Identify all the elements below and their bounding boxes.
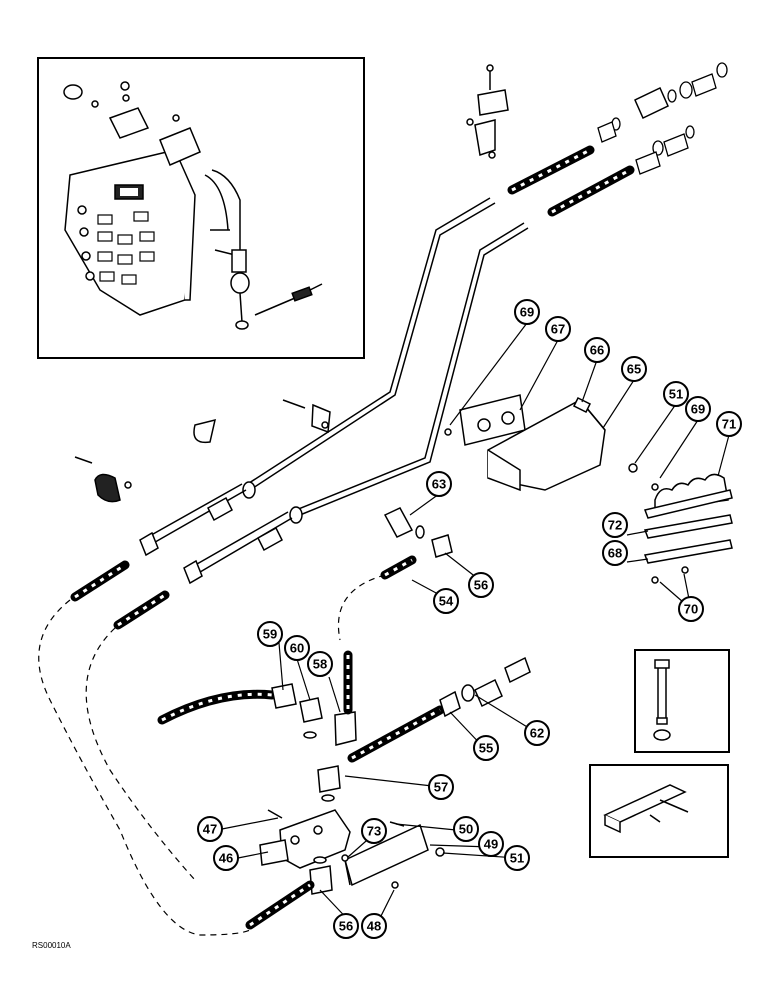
svg-text:46: 46 (219, 851, 233, 866)
fittings-upper (380, 507, 453, 580)
svg-text:51: 51 (669, 387, 683, 402)
callout-55: 55 (473, 735, 499, 761)
svg-text:56: 56 (474, 578, 488, 593)
clamp-assembly (628, 463, 733, 584)
clamps-upper-left (74, 399, 331, 503)
svg-text:47: 47 (203, 822, 217, 837)
svg-text:59: 59 (263, 627, 277, 642)
callout-62: 62 (524, 720, 550, 746)
svg-text:56: 56 (339, 919, 353, 934)
svg-text:63: 63 (432, 477, 446, 492)
mounting-bracket (444, 394, 606, 492)
callout-51: 51 (663, 381, 689, 407)
svg-text:58: 58 (313, 657, 327, 672)
upper-couplers (466, 62, 728, 175)
svg-text:69: 69 (520, 305, 534, 320)
svg-text:73: 73 (367, 824, 381, 839)
callout-54: 54 (433, 588, 459, 614)
callout-49: 49 (478, 831, 504, 857)
svg-text:67: 67 (551, 322, 565, 337)
detail-inset-bolt (634, 649, 730, 753)
inset-control-console (37, 57, 365, 359)
svg-text:60: 60 (290, 641, 304, 656)
svg-text:72: 72 (608, 518, 622, 533)
svg-text:71: 71 (722, 417, 736, 432)
rigid-lines (70, 145, 635, 630)
svg-text:50: 50 (459, 822, 473, 837)
svg-text:55: 55 (479, 741, 493, 756)
svg-text:62: 62 (530, 726, 544, 741)
callout-59: 59 (257, 621, 283, 647)
svg-text:66: 66 (590, 343, 604, 358)
callout-69: 69 (685, 396, 711, 422)
svg-text:68: 68 (608, 546, 622, 561)
callout-57: 57 (428, 774, 454, 800)
svg-text:51: 51 (510, 851, 524, 866)
callout-47: 47 (197, 816, 223, 842)
callout-51: 51 (504, 845, 530, 871)
callout-69: 69 (514, 299, 540, 325)
svg-text:65: 65 (627, 362, 641, 377)
valve-assembly (157, 650, 531, 930)
callout-50: 50 (453, 816, 479, 842)
callout-56: 56 (468, 572, 494, 598)
svg-text:69: 69 (691, 402, 705, 417)
callout-70: 70 (678, 596, 704, 622)
dashed-routings (38, 574, 386, 936)
svg-text:70: 70 (684, 602, 698, 617)
callout-56: 56 (333, 913, 359, 939)
callout-67: 67 (545, 316, 571, 342)
callout-46: 46 (213, 845, 239, 871)
figure-reference-code: RS00010A (32, 941, 71, 950)
callout-71: 71 (716, 411, 742, 437)
detail-inset-clip (589, 764, 729, 858)
callout-60: 60 (284, 635, 310, 661)
callout-63: 63 (426, 471, 452, 497)
callout-72: 72 (602, 512, 628, 538)
callout-68: 68 (602, 540, 628, 566)
callout-65: 65 (621, 356, 647, 382)
svg-text:48: 48 (367, 919, 381, 934)
svg-text:49: 49 (484, 837, 498, 852)
callout-66: 66 (584, 337, 610, 363)
svg-text:57: 57 (434, 780, 448, 795)
callout-73: 73 (361, 818, 387, 844)
callout-48: 48 (361, 913, 387, 939)
callout-58: 58 (307, 651, 333, 677)
svg-text:54: 54 (439, 594, 454, 609)
